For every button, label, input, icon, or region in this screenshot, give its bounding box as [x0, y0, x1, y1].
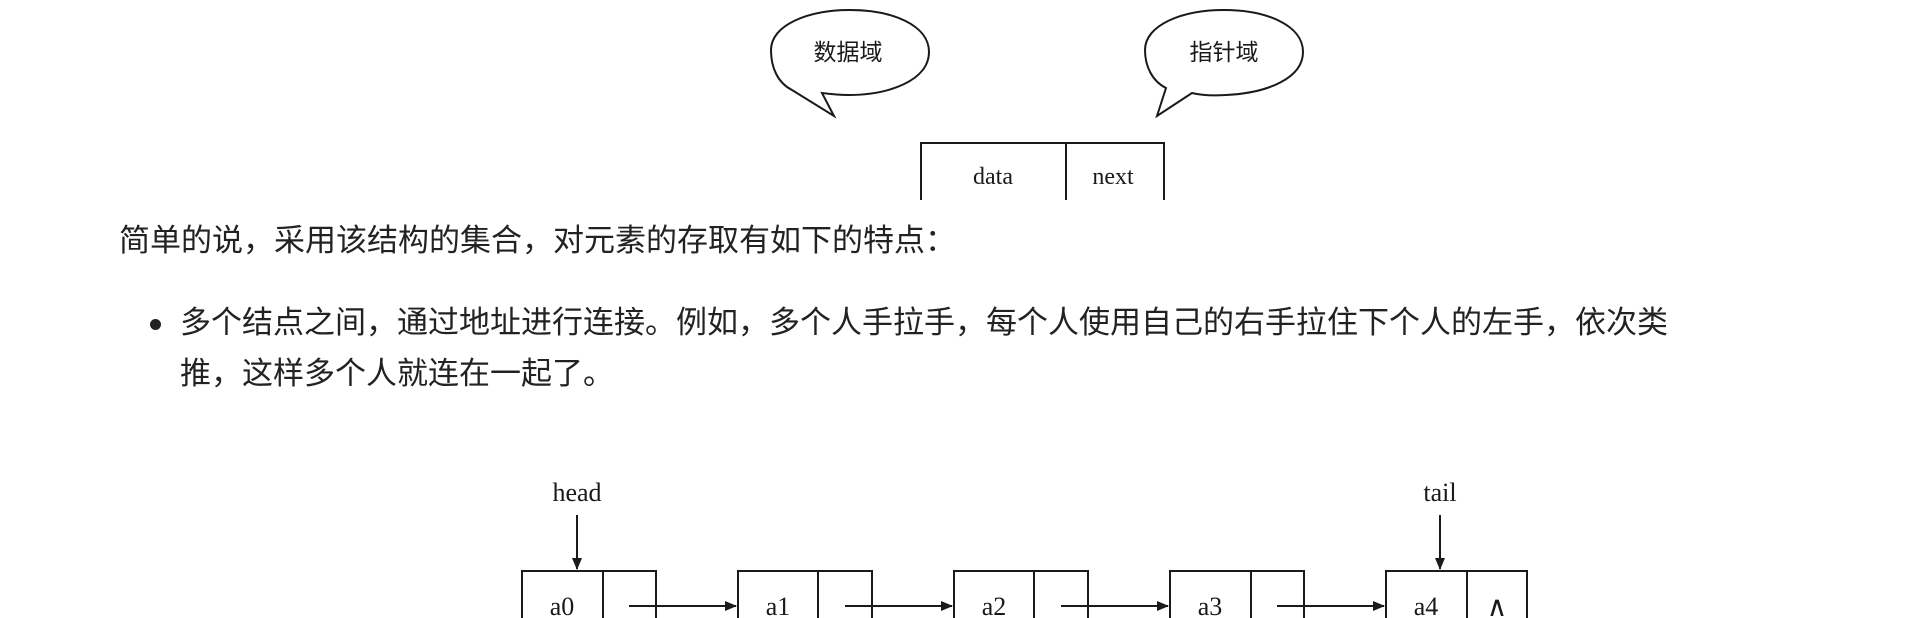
head-label: head: [552, 478, 601, 507]
node-value-a2: a2: [982, 592, 1007, 618]
list-node-a0: a0: [521, 570, 657, 618]
list-node-a2: a2: [953, 570, 1089, 618]
node-value-a4: a4: [1414, 592, 1439, 618]
data-cell-label: data: [973, 164, 1013, 190]
list-node-a1: a1: [737, 570, 873, 618]
node-value-a3: a3: [1198, 592, 1223, 618]
data-field-bubble: 数据域: [769, 8, 931, 119]
node-structure-diagram: 数据域 指针域 data next: [769, 8, 1305, 200]
list-item-line-1: 多个结点之间，通过地址进行连接。例如，多个人手拉手，每个人使用自己的右手拉住下个…: [180, 305, 1668, 341]
tail-label: tail: [1423, 478, 1456, 507]
list-node-a3: a3: [1169, 570, 1305, 618]
intro-paragraph: 简单的说，采用该结构的集合，对元素的存取有如下的特点：: [119, 223, 956, 259]
list-item: 多个结点之间，通过地址进行连接。例如，多个人手拉手，每个人使用自己的右手拉住下个…: [150, 298, 1730, 400]
next-cell-label: next: [1092, 164, 1134, 190]
data-field-label: 数据域: [814, 40, 883, 66]
pointer-field-label: 指针域: [1190, 40, 1259, 66]
list-item-line-2: 推，这样多个人就连在一起了。: [180, 356, 614, 392]
feature-list: 多个结点之间，通过地址进行连接。例如，多个人手拉手，每个人使用自己的右手拉住下个…: [150, 298, 1730, 400]
bullet-dot-icon: [150, 319, 161, 330]
pointer-field-bubble: 指针域: [1143, 8, 1305, 119]
list-node-a4: a4 ∧: [1385, 570, 1528, 618]
node-value-a1: a1: [766, 592, 791, 618]
node-value-a0: a0: [550, 592, 575, 618]
node-box: data next: [920, 142, 1165, 200]
null-pointer-icon: ∧: [1487, 592, 1508, 618]
